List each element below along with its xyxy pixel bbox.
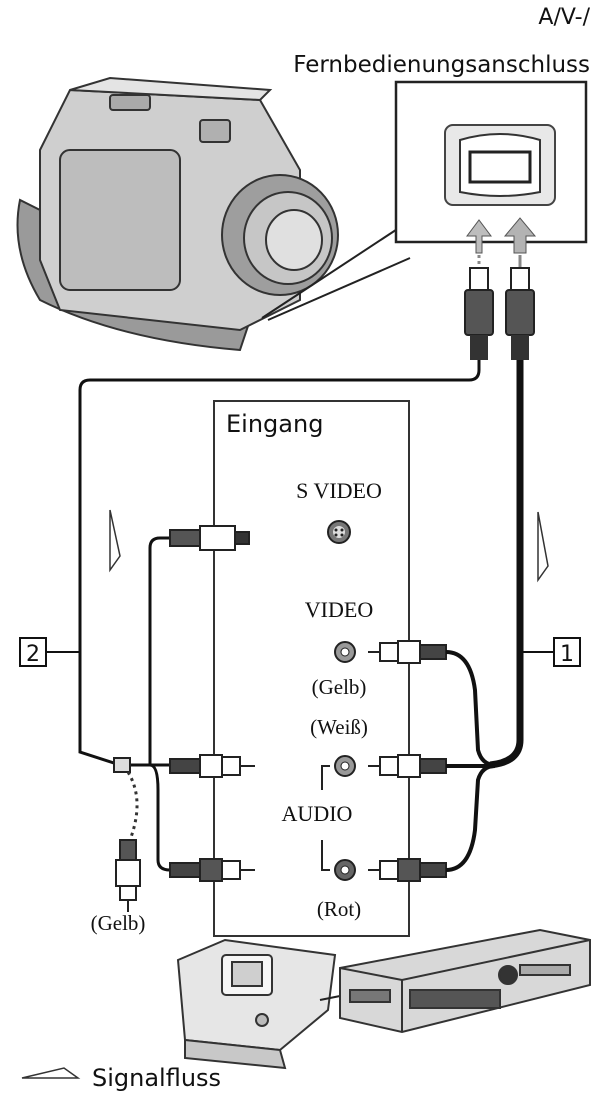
port-title-line2: Fernbedienungsanschluss bbox=[293, 52, 590, 78]
video-plug-color-label: (Gelb) bbox=[91, 911, 146, 935]
dvd-writer-illustration bbox=[176, 938, 337, 1070]
cable-1-rca-plugs bbox=[368, 640, 447, 882]
cable-2-s-video-plug bbox=[148, 525, 250, 765]
av-port-callout bbox=[394, 80, 588, 244]
s-video-jack bbox=[327, 520, 351, 544]
s-video-label: S VIDEO bbox=[296, 478, 382, 503]
cable-2-split bbox=[113, 757, 171, 872]
cable-1-branches bbox=[445, 650, 496, 872]
cable-plug-right bbox=[505, 267, 535, 360]
signal-flow-legend-label: Signalfluss bbox=[92, 1064, 221, 1092]
signal-flow-legend-arrow bbox=[21, 1067, 81, 1079]
cable-2-rca-plugs bbox=[169, 754, 255, 882]
input-panel bbox=[213, 400, 410, 937]
audio-bracket-top bbox=[321, 765, 330, 790]
cable-2-video-lead bbox=[126, 771, 139, 841]
video-label: VIDEO bbox=[305, 597, 373, 622]
zoom-lines bbox=[261, 221, 411, 321]
audio-left-color-label: (Weiß) bbox=[310, 715, 368, 739]
cable-2-badge-number: 2 bbox=[26, 642, 40, 667]
audio-label: AUDIO bbox=[282, 801, 353, 826]
audio-right-jack bbox=[334, 859, 356, 881]
camcorder-illustration bbox=[16, 76, 339, 352]
signal-flow-legend: Signalfluss bbox=[21, 1064, 221, 1092]
input-panel-title: Eingang bbox=[226, 410, 323, 438]
video-jack bbox=[334, 641, 356, 663]
signal-flow-arrow-right bbox=[537, 511, 549, 583]
cable-2-badge: 2 bbox=[19, 637, 80, 667]
cable-1-badge: 1 bbox=[520, 637, 581, 667]
cable-2-video-plug bbox=[115, 839, 141, 912]
plug-arrows bbox=[466, 217, 537, 268]
cable-plug-left bbox=[464, 267, 494, 360]
signal-flow-arrow-left bbox=[109, 509, 121, 573]
vcr-illustration bbox=[339, 928, 591, 1034]
video-color-label: (Gelb) bbox=[312, 675, 367, 699]
audio-right-color-label: (Rot) bbox=[317, 897, 361, 921]
audio-left-jack bbox=[334, 755, 356, 777]
cable-2 bbox=[78, 360, 481, 767]
cable-1 bbox=[489, 360, 524, 769]
port-title-line1: A/V-/ bbox=[538, 5, 590, 30]
cable-1-badge-number: 1 bbox=[560, 642, 574, 667]
audio-bracket-bottom bbox=[321, 840, 330, 871]
